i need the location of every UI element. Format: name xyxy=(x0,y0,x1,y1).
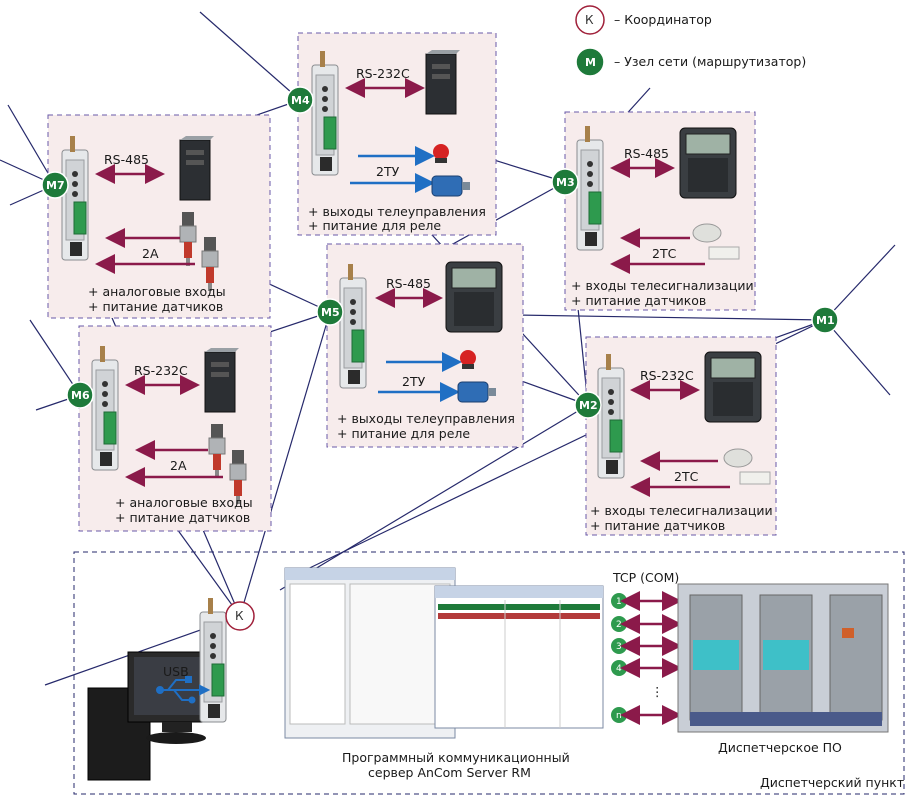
m4-iface-label: RS-232C xyxy=(356,66,410,81)
node-m3: М3 xyxy=(551,168,579,196)
legend-node-text: – Узел сети (маршрутизатор) xyxy=(614,54,806,69)
m2-caption-1: + входы телесигнализации xyxy=(590,503,773,518)
m7-caption-2: + питание датчиков xyxy=(88,299,223,314)
legend-coordinator-text: – Координатор xyxy=(614,12,712,27)
node-m5: М5 xyxy=(316,298,344,326)
m3-caption-1: + входы телесигнализации xyxy=(571,278,754,293)
coordinator-label: К xyxy=(235,609,244,623)
legend: К – Координатор М – Узел сети (маршрутиз… xyxy=(575,5,806,77)
port-1: 1 xyxy=(611,591,682,611)
m3-signal-label: 2ТС xyxy=(652,246,677,261)
box-m7: RS-485 2А + аналоговые входы + питание д… xyxy=(47,114,271,319)
box-m6: RS-232C 2А + аналоговые входы + питание … xyxy=(78,325,272,532)
coordinator-node: К xyxy=(225,601,255,631)
dispatch-point: USB Программный коммуникационный сервер … xyxy=(73,551,905,795)
m5-caption-1: + выходы телеуправления xyxy=(337,411,515,426)
node-m7-label: М7 xyxy=(46,179,65,192)
m6-caption-1: + аналоговые входы xyxy=(115,495,253,510)
node-m4-label: М4 xyxy=(291,94,310,107)
node-m1: М1 xyxy=(811,306,839,334)
m2-iface-label: RS-232C xyxy=(640,368,694,383)
m4-caption-1: + выходы телеуправления xyxy=(308,204,486,219)
port-3: 3 xyxy=(611,636,682,656)
node-m5-label: М5 xyxy=(321,306,340,319)
legend-node-symbol: М xyxy=(585,56,596,69)
server-caption-1: Программный коммуникационный xyxy=(342,750,570,765)
server-window xyxy=(284,567,604,739)
m2-caption-2: + питание датчиков xyxy=(590,518,725,533)
box-m5: RS-485 2ТУ + выходы телеуправления + пит… xyxy=(326,243,524,448)
node-m1-label: М1 xyxy=(816,314,835,327)
node-m6: М6 xyxy=(66,381,94,409)
m5-signal-label: 2ТУ xyxy=(402,374,426,389)
port-4-label: 4 xyxy=(616,664,622,674)
port-3-label: 3 xyxy=(616,642,622,652)
m5-caption-2: + питание для реле xyxy=(337,426,470,441)
m7-caption-1: + аналоговые входы xyxy=(88,284,226,299)
box-m2: RS-232C 2ТС + входы телесигнализации + п… xyxy=(585,336,777,536)
m2-signal-label: 2ТС xyxy=(674,469,699,484)
node-m2-label: М2 xyxy=(579,399,598,412)
legend-coordinator: К – Координатор xyxy=(575,5,712,35)
m6-iface-label: RS-232C xyxy=(134,363,188,378)
usb-icon xyxy=(156,676,211,704)
m4-caption-2: + питание для реле xyxy=(308,218,441,233)
port-4: 4 xyxy=(611,658,682,678)
node-m2: М2 xyxy=(574,391,602,419)
m3-caption-2: + питание датчиков xyxy=(571,293,706,308)
m6-signal-label: 2А xyxy=(170,458,187,473)
m4-signal-label: 2ТУ xyxy=(376,164,400,179)
legend-node: М – Узел сети (маршрутизатор) xyxy=(575,47,806,77)
node-m4: М4 xyxy=(286,86,314,114)
m3-iface-label: RS-485 xyxy=(624,146,669,161)
m7-iface-label: RS-485 xyxy=(104,152,149,167)
box-m4: RS-232C 2ТУ + выходы телеуправления + пи… xyxy=(297,32,497,236)
dispatcher-caption: Диспетчерское ПО xyxy=(718,740,842,755)
m5-iface-label: RS-485 xyxy=(386,276,431,291)
ports-ellipsis: ⋮ xyxy=(651,684,664,699)
node-m7: М7 xyxy=(41,171,69,199)
legend-coordinator-symbol: К xyxy=(585,13,594,27)
dispatch-point-caption: Диспетчерский пункт xyxy=(760,775,904,790)
usb-label: USB xyxy=(163,664,189,679)
port-1-label: 1 xyxy=(616,597,622,607)
m6-caption-2: + питание датчиков xyxy=(115,510,250,525)
tcp-label: TCP (COM) xyxy=(612,570,679,585)
m7-signal-label: 2А xyxy=(142,246,159,261)
port-n: n xyxy=(611,705,682,725)
node-m3-label: М3 xyxy=(556,176,575,189)
box-m3: RS-485 2ТС + входы телесигнализации + пи… xyxy=(564,111,756,311)
server-caption-2: сервер AnCom Server RM xyxy=(368,765,531,780)
port-2-label: 2 xyxy=(616,620,622,630)
dispatcher-panel xyxy=(677,583,889,733)
port-n-label: n xyxy=(616,711,622,721)
port-2: 2 xyxy=(611,614,682,634)
node-m6-label: М6 xyxy=(71,389,90,402)
